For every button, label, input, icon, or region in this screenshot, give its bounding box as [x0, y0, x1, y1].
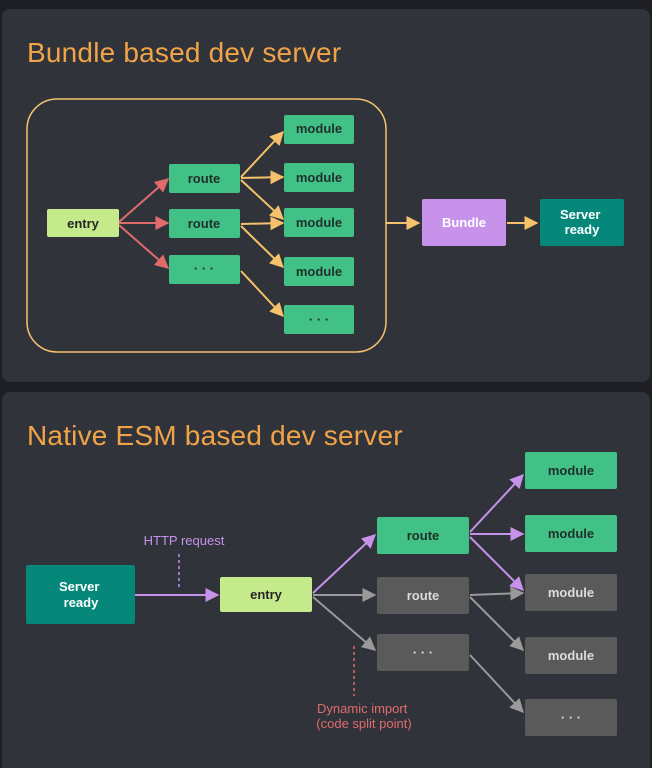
- esm-module-node-2: module: [525, 515, 617, 552]
- arrow-route3-module5: [469, 654, 524, 714]
- arrow-route1-module1: [240, 130, 284, 178]
- svg-text:· · ·: · · ·: [194, 261, 214, 276]
- bundle-diagram: entry route route · · · module module mo…: [26, 98, 624, 353]
- arrow-route1-module1: [469, 473, 524, 533]
- svg-text:module: module: [548, 526, 594, 541]
- arrow-entry-route-1: [118, 178, 170, 223]
- arrow-route1-module3: [240, 179, 285, 220]
- svg-text:module: module: [296, 121, 342, 136]
- svg-text:route: route: [188, 171, 221, 186]
- bundle-panel-title: Bundle based dev server: [27, 37, 342, 68]
- bundle-module-node-1: module: [284, 115, 354, 144]
- svg-text:Bundle: Bundle: [442, 215, 486, 230]
- svg-text:module: module: [296, 264, 342, 279]
- esm-panel-title: Native ESM based dev server: [27, 420, 403, 451]
- arrow-route3-module5: [240, 270, 284, 318]
- esm-diagram: HTTP request Dynamic import (code split …: [26, 452, 617, 736]
- svg-text:· · ·: · · ·: [413, 645, 433, 660]
- esm-entry-node: entry: [220, 577, 312, 612]
- esm-route-node-2: route: [377, 577, 469, 614]
- arrow-route2-module3: [469, 586, 525, 601]
- bundle-server-ready-text: Server ready: [560, 207, 604, 237]
- svg-text:route: route: [188, 216, 221, 231]
- arrow-route1-module2: [240, 170, 285, 185]
- arrow-route2-module4: [469, 596, 524, 651]
- bundle-route-node-2: route: [169, 209, 240, 238]
- dynamic-import-label: Dynamic import (code split point): [316, 701, 411, 731]
- svg-text:route: route: [407, 528, 440, 543]
- svg-text:module: module: [548, 463, 594, 478]
- bundle-module-node-4: module: [284, 257, 354, 286]
- svg-text:module: module: [296, 170, 342, 185]
- bundle-group-outline: [26, 98, 387, 353]
- svg-text:entry: entry: [67, 216, 100, 231]
- arrow-entry-route-3: [312, 596, 377, 651]
- bundle-route-node-3: · · ·: [169, 255, 240, 284]
- esm-module-node-4: module: [525, 637, 617, 674]
- svg-text:· · ·: · · ·: [309, 312, 329, 327]
- bundle-entry-node: entry: [47, 209, 119, 237]
- esm-route-node-3: · · ·: [377, 634, 469, 671]
- bundle-node: Bundle: [422, 199, 506, 246]
- svg-text:entry: entry: [250, 587, 283, 602]
- bundle-panel: Bundle based dev server: [2, 9, 650, 382]
- esm-module-node-1: module: [525, 452, 617, 489]
- svg-text:module: module: [296, 215, 342, 230]
- esm-server-ready-node: Server ready: [26, 565, 135, 624]
- bundle-route-node-1: route: [169, 164, 240, 193]
- esm-module-node-3: module: [525, 574, 617, 611]
- bundle-module-node-5: · · ·: [284, 305, 354, 334]
- arrow-route2-module4: [240, 225, 285, 268]
- bundle-server-ready-node: Server ready: [540, 199, 624, 246]
- arrow-entry-route-1: [312, 534, 377, 594]
- bundle-module-node-2: module: [284, 163, 354, 192]
- esm-module-node-5: · · ·: [525, 699, 617, 736]
- esm-panel: Native ESM based dev server HTTP request: [2, 392, 650, 768]
- arrow-route1-module3: [469, 536, 524, 591]
- svg-text:route: route: [407, 588, 440, 603]
- http-request-label: HTTP request: [144, 533, 225, 548]
- esm-server-ready-text: Server ready: [59, 579, 103, 610]
- svg-text:module: module: [548, 648, 594, 663]
- svg-text:· · ·: · · ·: [561, 710, 581, 725]
- esm-route-node-1: route: [377, 517, 469, 554]
- svg-text:module: module: [548, 585, 594, 600]
- arrow-route2-module3: [240, 216, 285, 231]
- arrow-entry-route-3: [118, 224, 170, 269]
- bundle-module-node-3: module: [284, 208, 354, 237]
